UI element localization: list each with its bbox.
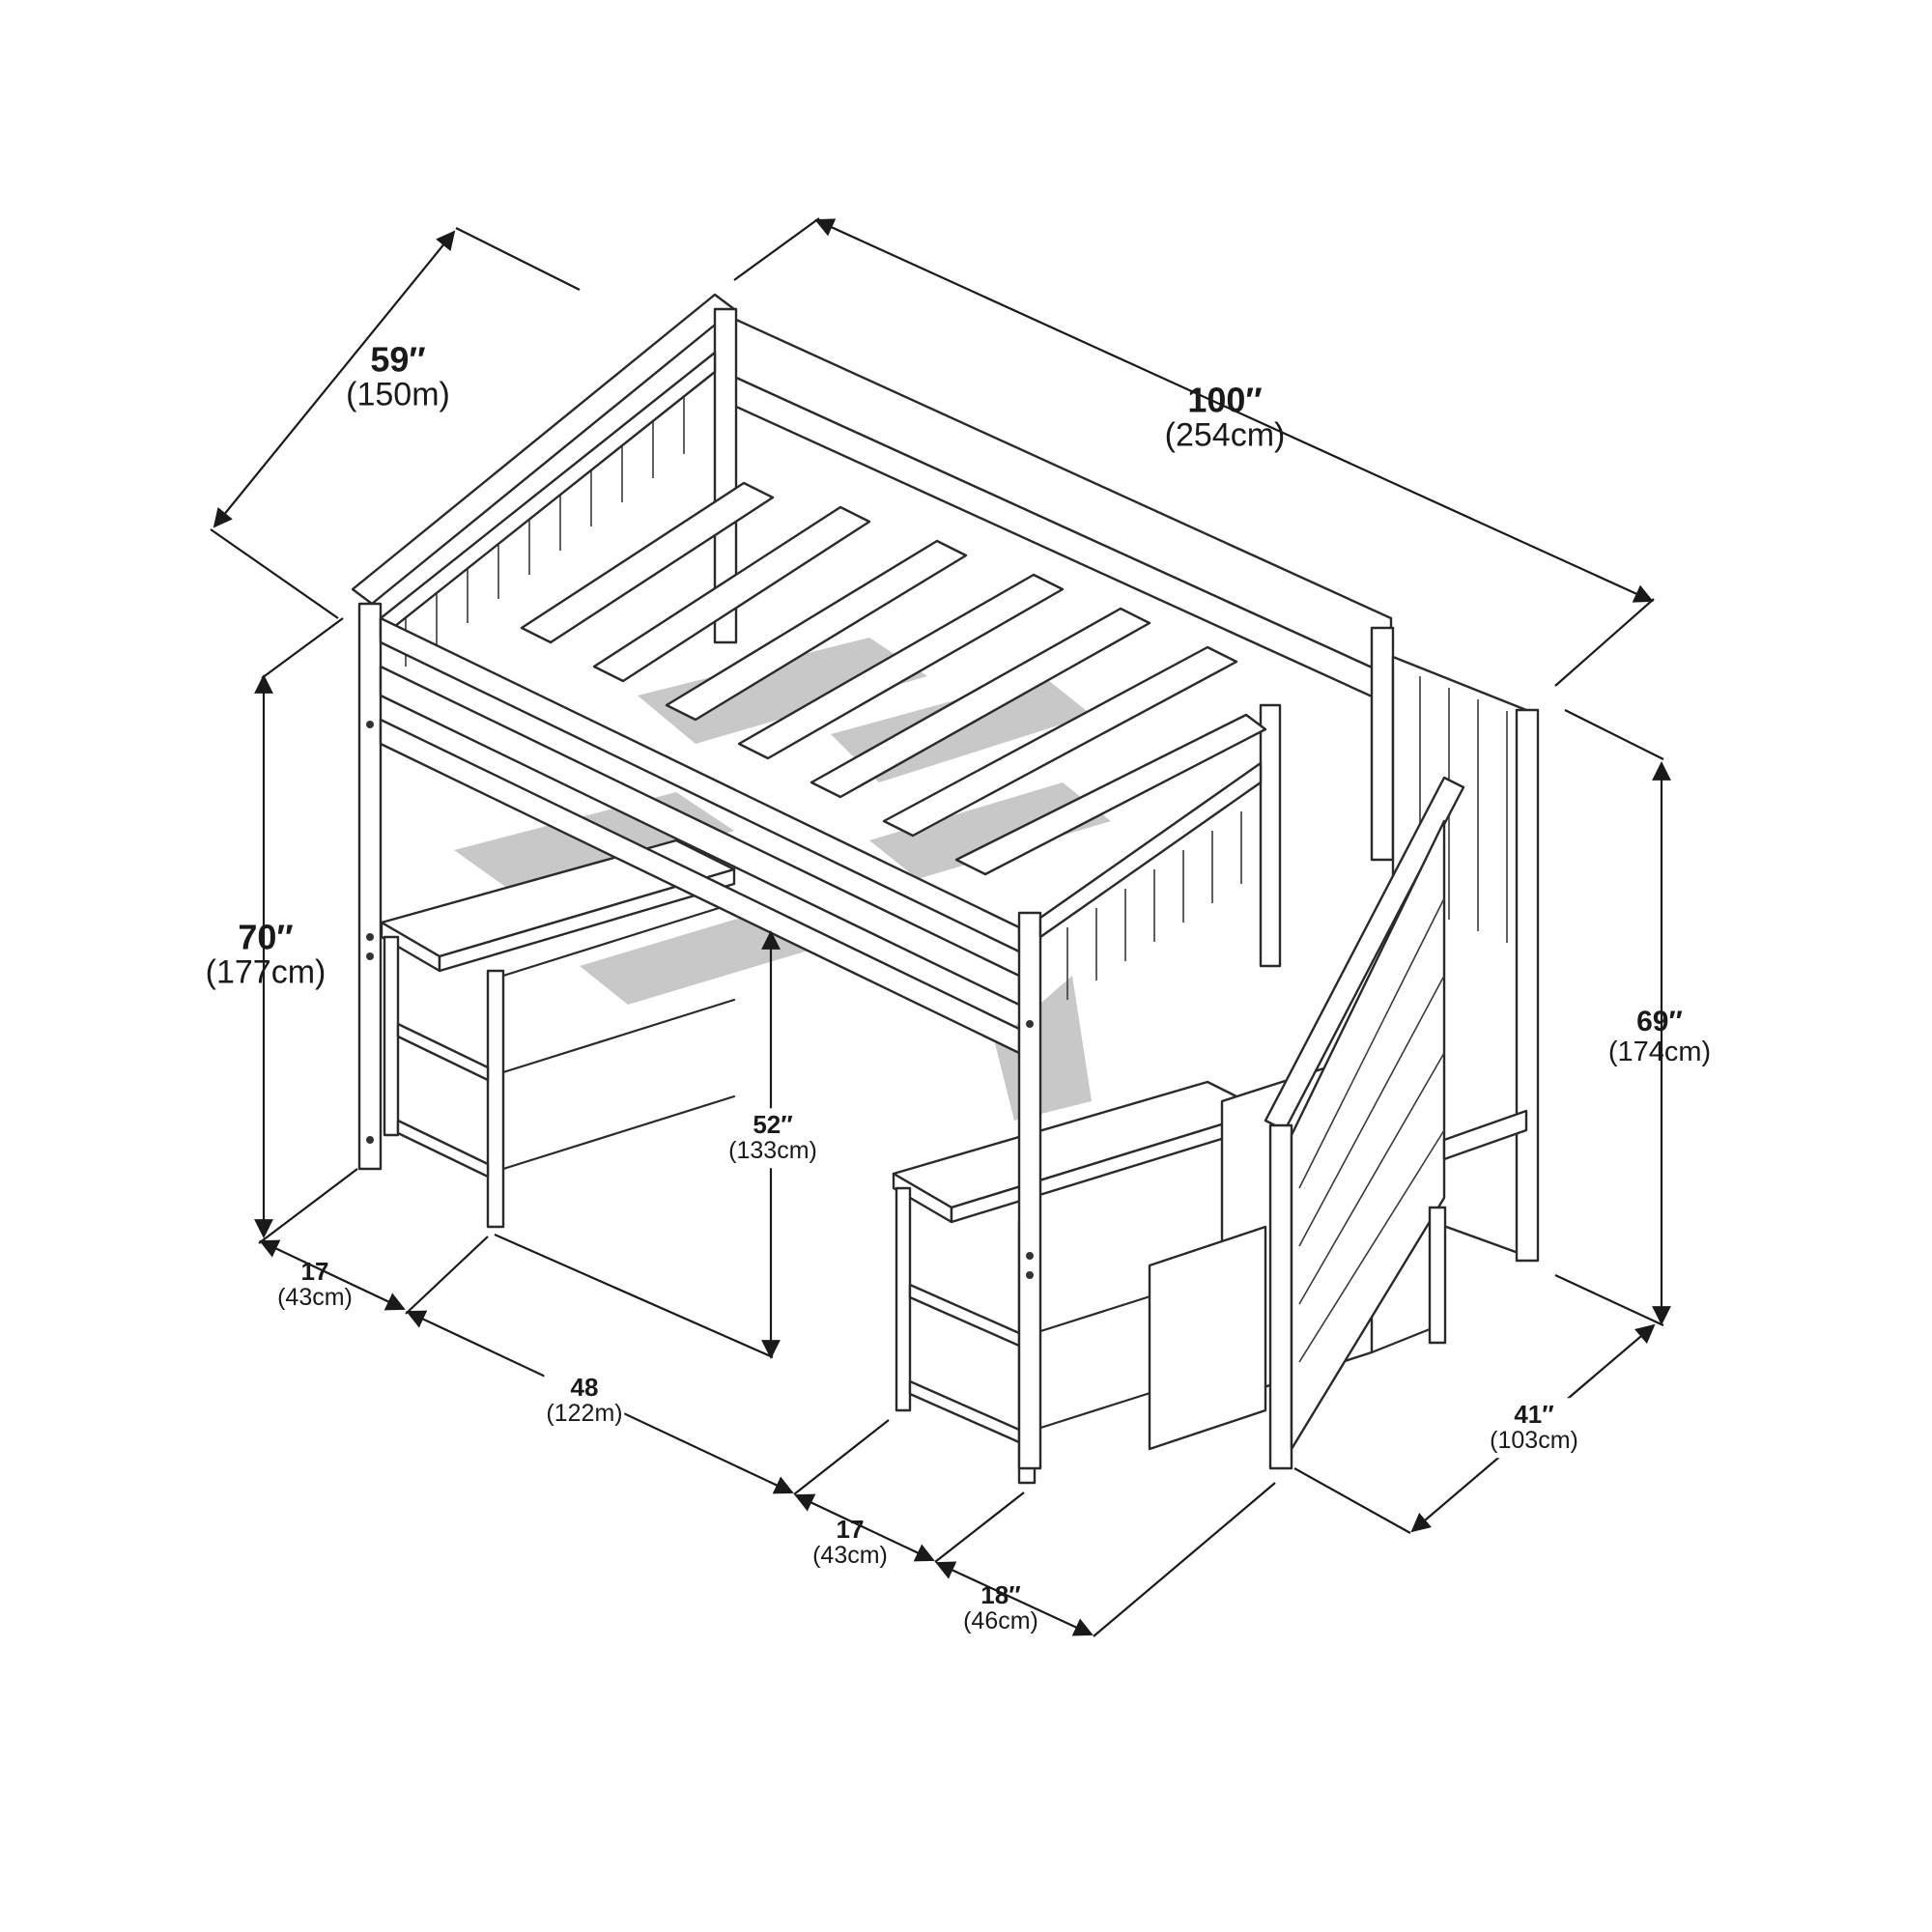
stair-width-value: 41″ [1514,1400,1554,1430]
desk-depth-right-metric: (43cm) [812,1542,888,1570]
height-left-label: 70″ (177cm) [206,919,327,989]
desk-depth-right-value: 17 [836,1515,865,1545]
clearance-label: 52″ (133cm) [726,1108,819,1168]
height-left-metric: (177cm) [205,953,327,991]
stair-depth-label: 18″ (46cm) [963,1580,1038,1635]
width-metric: (150m) [346,376,450,413]
desk-depth-left-value: 17 [300,1257,329,1287]
stair-width-label: 41″ (103cm) [1488,1398,1580,1458]
desk-depth-left-label: 17 (43cm) [277,1257,353,1312]
footboard-slats [1038,761,1263,1000]
dimension-lines [210,217,1671,1637]
desk-width-label: 48 (122m) [544,1371,625,1431]
stair-width-metric: (103cm) [1490,1427,1578,1455]
height-right-metric: (174cm) [1607,1036,1712,1067]
length-value: 100″ [1187,380,1263,420]
clearance-value: 52″ [753,1110,793,1140]
desk-width-metric: (122m) [546,1400,623,1428]
desk-width-value: 48 [570,1373,599,1403]
staircase [1148,655,1540,1470]
height-right-value: 69″ [1636,1006,1683,1038]
width-label: 59″ (150m) [346,341,450,412]
length-label: 100″ (254cm) [1165,382,1286,452]
desk-depth-right-label: 17 (43cm) [812,1515,888,1570]
height-right-label: 69″ (174cm) [1608,1007,1711,1066]
length-metric: (254cm) [1164,416,1286,454]
left-desk [380,838,736,1229]
stair-depth-metric: (46cm) [963,1607,1038,1635]
clearance-metric: (133cm) [728,1137,817,1165]
height-left-value: 70″ [238,917,294,957]
desk-depth-left-metric: (43cm) [277,1284,353,1312]
width-value: 59″ [370,339,426,380]
stair-depth-value: 18″ [980,1580,1021,1610]
